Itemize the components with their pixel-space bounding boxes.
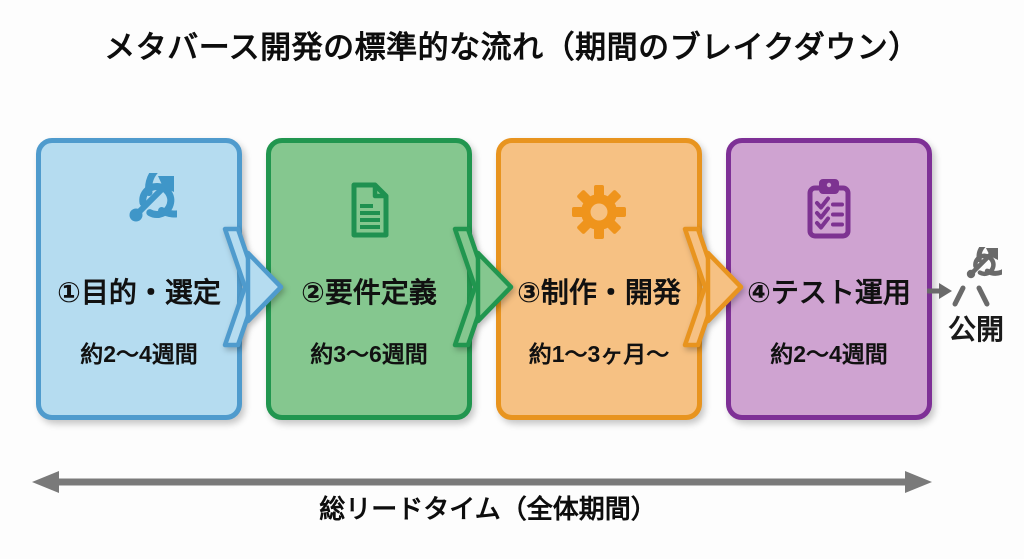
document-icon <box>351 182 389 238</box>
step-label: ①目的・選定 <box>57 277 221 308</box>
double-headed-arrow-icon <box>32 471 932 493</box>
clipboard-checklist-icon <box>807 179 851 239</box>
step-card-development: ③制作・開発 約1〜3ヶ月〜 <box>496 138 702 420</box>
gear-icon <box>572 185 626 239</box>
lead-time-label: 総リードタイム（全体期間） <box>319 494 657 524</box>
release-label: 公開 <box>947 314 1004 345</box>
step-card-requirements: ②要件定義 約3〜6週間 <box>266 138 472 420</box>
step-card-testing: ④テスト運用 約2〜4週間 <box>726 138 932 420</box>
step-label: ②要件定義 <box>301 277 437 308</box>
flow-arrow-icon <box>682 226 744 348</box>
step-label: ④テスト運用 <box>747 277 911 308</box>
flow-arrow-icon <box>222 226 284 348</box>
target-stand-icon <box>952 247 1002 307</box>
step-duration: 約2〜4週間 <box>80 341 198 367</box>
right-arrow-icon <box>927 283 952 299</box>
step-duration: 約3〜6週間 <box>310 341 428 367</box>
step-duration: 約1〜3ヶ月〜 <box>528 341 670 367</box>
diagram-title: メタバース開発の標準的な流れ（期間のブレイクダウン） <box>104 30 920 65</box>
flow-arrow-icon <box>452 226 514 348</box>
target-dart-icon <box>129 173 177 222</box>
step-duration: 約2〜4週間 <box>770 341 888 367</box>
step-label: ③制作・開発 <box>517 277 681 308</box>
step-card-purpose: ①目的・選定 約2〜4週間 <box>36 138 242 420</box>
